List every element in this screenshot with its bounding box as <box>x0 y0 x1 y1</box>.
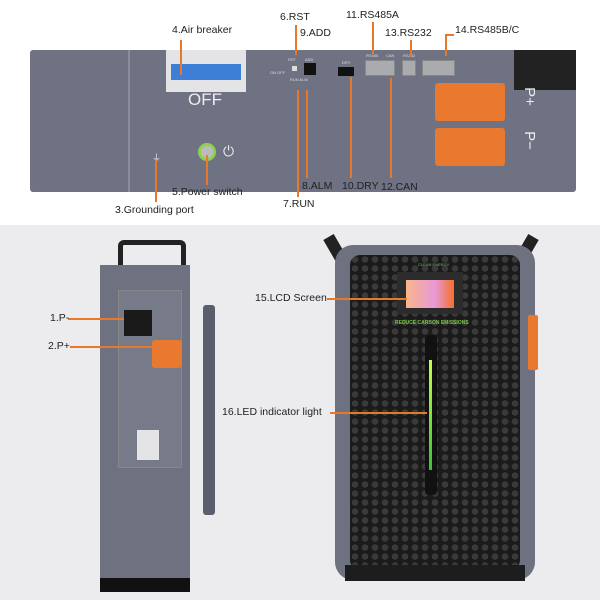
dry-text: DRY <box>342 60 351 65</box>
rst-button[interactable] <box>292 66 297 71</box>
p-plus-connector[interactable] <box>435 83 505 121</box>
led-strip <box>425 335 437 495</box>
label-rs485bc: 14.RS485B/C <box>455 24 520 36</box>
rst-text: RST <box>288 57 296 62</box>
label-rs232: 13.RS232 <box>385 27 432 39</box>
callout-line <box>155 160 157 202</box>
label-rs485a: 11.RS485A <box>346 9 399 21</box>
p-minus-side-connector[interactable] <box>124 310 152 336</box>
label-p-minus: 1.P- <box>50 312 70 324</box>
callout-line <box>372 22 374 54</box>
label-air-breaker: 4.Air breaker <box>172 24 233 36</box>
rs485bc-port[interactable] <box>422 60 455 76</box>
callout-line <box>295 25 297 55</box>
add-text: ADD <box>305 57 314 62</box>
label-lcd-screen: 15.LCD Screen <box>255 292 327 304</box>
p-minus-connector[interactable] <box>435 128 505 166</box>
panel-seam <box>128 50 130 192</box>
dry-port[interactable] <box>338 67 354 76</box>
callout-line <box>445 34 447 56</box>
label-run: 7.RUN <box>283 198 315 210</box>
label-led-indicator: 16.LED indicator light <box>222 406 322 418</box>
rs232-text: RS232 <box>403 53 415 58</box>
callout-line <box>350 77 352 178</box>
rs232-port[interactable] <box>402 60 416 76</box>
wheel-base <box>345 565 525 581</box>
label-grounding-port: 3.Grounding port <box>115 204 194 216</box>
label-can: 12.CAN <box>381 181 418 193</box>
label-rst: 6.RST <box>280 11 310 23</box>
led-indicator <box>429 360 432 470</box>
callout-line <box>327 298 407 300</box>
lcd-screen[interactable] <box>406 280 454 308</box>
runalm-text: RUN ALM <box>290 77 308 82</box>
p-plus-text: P+ <box>520 87 538 106</box>
callout-line <box>410 40 412 56</box>
p-plus-side-connector[interactable] <box>152 340 182 368</box>
can-text: CAN <box>386 53 395 58</box>
onoff-text: ON OFF <box>270 70 286 75</box>
rs485a-can-port[interactable] <box>365 60 395 76</box>
callout-line <box>70 346 152 348</box>
power-icon: ⏻ <box>223 143 235 159</box>
air-breaker[interactable] <box>166 50 246 92</box>
callout-line <box>306 90 308 178</box>
rs485-text: RS485 <box>366 53 379 58</box>
callout-line <box>390 78 392 178</box>
label-p-plus: 2.P+ <box>48 340 70 352</box>
p-minus-text: P− <box>520 131 538 150</box>
base <box>100 578 190 592</box>
side-bracket <box>203 305 215 515</box>
brand-text: CLEAN ENERGY <box>418 262 450 267</box>
label-alm: 8.ALM <box>302 180 333 192</box>
callout-line <box>445 34 454 36</box>
callout-line <box>68 318 124 320</box>
callout-line <box>206 155 208 185</box>
callout-line <box>330 412 427 414</box>
callout-line <box>180 40 182 75</box>
label-dry: 10.DRY <box>342 180 379 192</box>
add-switch[interactable] <box>304 63 316 75</box>
slogan-text: REDUCE CARBON EMISSIONS <box>395 320 469 326</box>
label-add: 9.ADD <box>300 27 331 39</box>
ground-icon: ⏚ <box>152 153 162 163</box>
side-breaker[interactable] <box>137 430 159 460</box>
cable-gland <box>514 50 576 90</box>
breaker-off-text: OFF <box>188 90 222 109</box>
handle <box>118 240 186 270</box>
callout-line <box>297 90 299 197</box>
side-connector <box>528 315 538 370</box>
front-panel: OFF ⏻ ⏚ RST ADD ON OFF RUN ALM DRY RS485… <box>30 50 576 192</box>
label-power-switch: 5.Power switch <box>172 186 243 198</box>
